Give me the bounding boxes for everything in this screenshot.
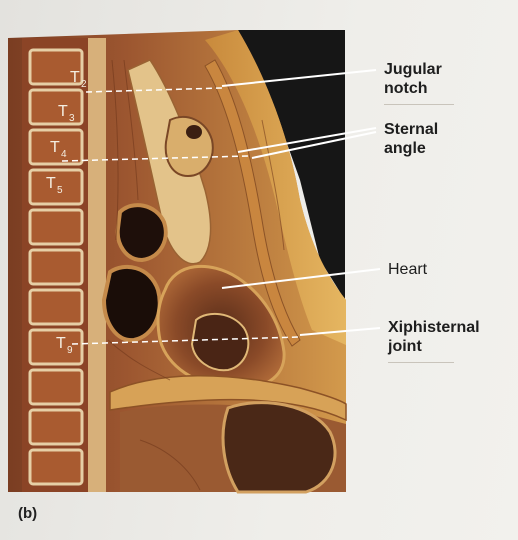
sternal-angle-leader-lower [251, 131, 377, 159]
vertebra-letter: T [56, 335, 66, 352]
vertebra-letter: T [70, 69, 80, 86]
jugular-notch-label: Jugular notch [384, 60, 442, 98]
sternal-angle-leader-upper [237, 127, 377, 153]
vertebra-label-t5: T 5 [46, 175, 63, 196]
ventricle-cavity [190, 312, 250, 372]
vertebra-number: 9 [67, 345, 73, 356]
xiphisternal-underline [388, 362, 454, 363]
sternal-angle-line2: angle [384, 140, 426, 157]
vertebra-number: 5 [57, 185, 63, 196]
jugular-notch-line2: notch [384, 80, 428, 97]
left-atrium-cavity [115, 203, 168, 263]
t2-level-dashed-line [85, 87, 223, 93]
vertebral-bodies [28, 48, 84, 486]
jugular-notch-line1: Jugular [384, 61, 442, 78]
sternum [204, 59, 301, 347]
vertebra-number: 3 [69, 113, 75, 124]
descending-aorta-cavity [101, 264, 162, 343]
xiphisternal-line2: joint [388, 338, 422, 355]
vertebra-number: 2 [81, 79, 87, 90]
heart-label: Heart [388, 261, 428, 278]
panel-label: (b) [18, 505, 38, 522]
stomach [221, 401, 337, 494]
xiphisternal-leader [299, 327, 381, 336]
spinal-cord [88, 38, 106, 492]
vessel-lumen [186, 125, 202, 139]
vertebra-letter: T [50, 139, 60, 156]
tissue-texture [107, 59, 285, 491]
vertebra-letter: T [46, 175, 56, 192]
xiphisternal-joint-label: Xiphisternal joint [388, 318, 480, 356]
vertebra-label-t2: T 2 [70, 69, 87, 90]
xiphisternal-line1: Xiphisternal [388, 319, 480, 336]
sternal-angle-label: Sternal angle [384, 120, 438, 158]
jugular-underline [384, 104, 454, 105]
jugular-notch-leader [221, 69, 377, 87]
vertebra-label-t9: T 9 [56, 335, 73, 356]
t4-level-dashed-line [61, 155, 249, 162]
vertebra-number: 4 [61, 149, 67, 160]
vertebra-letter: T [58, 103, 68, 120]
diaphragm [109, 375, 347, 422]
dark-background [238, 30, 345, 300]
vertebra-label-t3: T 3 [58, 103, 75, 124]
heart-leader [221, 268, 381, 289]
t9-level-dashed-line [71, 336, 299, 345]
sternal-angle-line1: Sternal [384, 121, 439, 138]
vertebra-label-t4: T 4 [50, 139, 67, 160]
